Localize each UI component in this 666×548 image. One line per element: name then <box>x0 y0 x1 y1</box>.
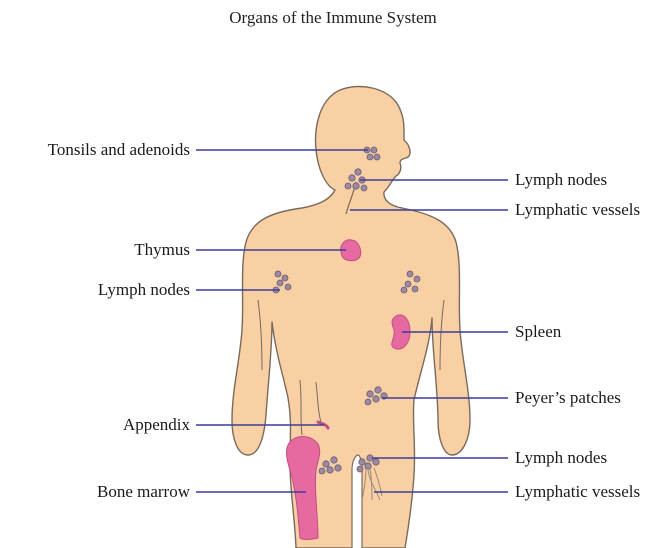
label-lymph-nodes-neck: Lymph nodes <box>515 170 607 190</box>
label-lymphatic-vessels-neck: Lymphatic vessels <box>515 200 640 220</box>
label-peyers-patches: Peyer’s patches <box>515 388 621 408</box>
label-thymus: Thymus <box>4 240 190 260</box>
label-lymph-nodes-groin: Lymph nodes <box>515 448 607 468</box>
label-lymph-nodes-axillary: Lymph nodes <box>4 280 190 300</box>
label-appendix: Appendix <box>4 415 190 435</box>
label-lymphatic-vessels-groin: Lymphatic vessels <box>515 482 640 502</box>
label-spleen: Spleen <box>515 322 561 342</box>
label-tonsils-and-adenoids: Tonsils and adenoids <box>4 140 190 160</box>
label-bone-marrow: Bone marrow <box>4 482 190 502</box>
body-silhouette <box>232 86 470 548</box>
